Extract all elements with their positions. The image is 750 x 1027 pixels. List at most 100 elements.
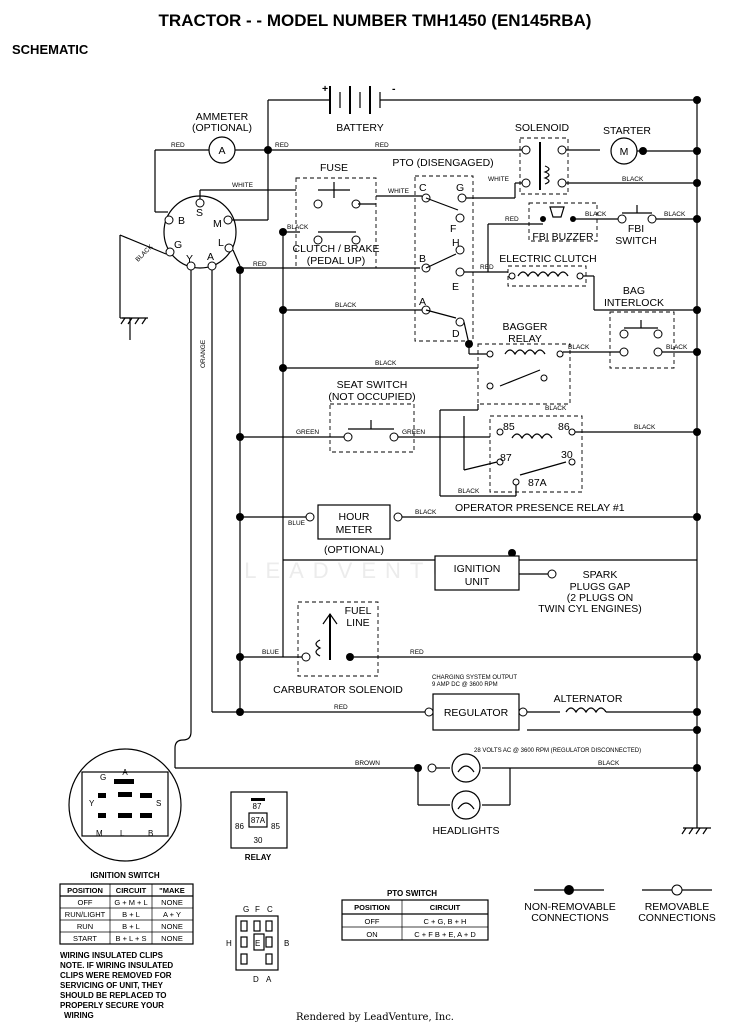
- note-line-3: CLIPS WERE REMOVED FOR: [60, 971, 172, 980]
- wire-black-opr: BLACK: [634, 424, 656, 431]
- wire-green-2: GREEN: [402, 429, 425, 436]
- schematic-subtitle: SCHEMATIC: [12, 42, 89, 57]
- regulator-label: REGULATOR: [444, 707, 509, 719]
- wire-black-87a: BLACK: [458, 488, 480, 495]
- face-term-b: B: [148, 829, 153, 838]
- pf-term-c: C: [267, 905, 273, 914]
- ign-row-1-circuit: B + L: [122, 910, 140, 919]
- face-term-y: Y: [89, 799, 95, 808]
- note-line-2: NOTE. IF WIRING INSULATED: [60, 961, 173, 970]
- ign-table-header-position: POSITION: [67, 886, 103, 895]
- fuel-label: FUEL: [345, 605, 372, 617]
- fbi-label: FBI: [628, 223, 644, 235]
- relay-term-85: 85: [503, 421, 515, 433]
- bagger-label: BAGGER: [503, 321, 548, 333]
- spark-label-1: SPARK: [583, 569, 618, 581]
- wire-white-1: WHITE: [232, 182, 254, 189]
- ignition-unit: IGNITION UNIT SPARK PLUGS GAP (2 PLUGS O…: [283, 549, 697, 615]
- solenoid: SOLENOID BLACK: [515, 122, 697, 195]
- wire-black-headlights: BLACK: [598, 760, 620, 767]
- fuse: FUSE CLUTCH / BRAKE (PEDAL UP) BLACK: [283, 162, 380, 269]
- wiring-note: WIRING INSULATED CLIPS NOTE. IF WIRING I…: [60, 951, 173, 1020]
- rd-term-87: 87: [253, 802, 262, 811]
- pto-switch: PTO (DISENGAGED) WHITE C G F H B E A D W…: [283, 157, 522, 342]
- ign-term-a: A: [207, 251, 214, 263]
- fbi-switch-label: SWITCH: [615, 235, 656, 247]
- relay-diagram-label: RELAY: [245, 853, 272, 862]
- headlights-label: HEADLIGHTS: [432, 825, 499, 837]
- connection-legend: NON-REMOVABLE CONNECTIONS REMOVABLE CONN…: [524, 884, 716, 924]
- pto-table-title: PTO SWITCH: [387, 889, 437, 898]
- pto-row-0-circuit: C + G, B + H: [424, 917, 467, 926]
- pto-term-f: F: [450, 223, 456, 235]
- carburetor-solenoid: FUEL LINE BLUE RED CARBURATOR SOLENOID: [236, 601, 701, 696]
- meter-label: METER: [336, 524, 373, 536]
- not-occupied-label: (NOT OCCUPIED): [328, 391, 415, 403]
- relay-term-87a: 87A: [528, 477, 547, 489]
- bag-interlock: BAG INTERLOCK BLACK: [596, 285, 701, 369]
- pto-row-1-circuit: C + F B + E, A + D: [414, 930, 476, 939]
- pto-term-d: D: [452, 328, 460, 340]
- relay-term-86: 86: [558, 421, 570, 433]
- ign-row-0-pos: OFF: [78, 898, 93, 907]
- fuse-label: FUSE: [320, 162, 348, 174]
- ign-row-1-make: A + Y: [163, 910, 181, 919]
- wire-brown: BROWN: [355, 760, 380, 767]
- pto-term-h: H: [452, 237, 460, 249]
- ign-term-s: S: [196, 207, 203, 219]
- non-removable-label-2: CONNECTIONS: [531, 912, 609, 924]
- carb-label: CARBURATOR SOLENOID: [273, 684, 403, 696]
- wire-red-regulator: RED: [334, 704, 348, 711]
- note-line-6: PROPERLY SECURE YOUR: [60, 1001, 164, 1010]
- pf-term-a: A: [266, 975, 272, 984]
- electric-clutch-label: ELECTRIC CLUTCH: [499, 253, 596, 265]
- bagger-relay: BAGGER RELAY BLACK BLACK BLACK: [279, 321, 596, 496]
- ign-term-b: B: [178, 215, 185, 227]
- bagger-relay-label: RELAY: [508, 333, 542, 345]
- seat-switch: SEAT SWITCH (NOT OCCUPIED) GREEN GREEN: [236, 379, 490, 453]
- pto-table: PTO SWITCH POSITION CIRCUIT OFF C + G, B…: [341, 889, 489, 941]
- rd-term-85: 85: [271, 822, 280, 831]
- ammeter: AMMETER (OPTIONAL) A RED RED RED: [154, 111, 522, 213]
- charging-label-2: 9 AMP DC @ 3600 RPM: [432, 682, 498, 688]
- ammeter-optional: (OPTIONAL): [192, 122, 252, 134]
- pto-label: PTO (DISENGAGED): [392, 157, 493, 169]
- pf-term-f: F: [255, 905, 260, 914]
- ign-table-header-make: "MAKE: [159, 886, 185, 895]
- clutch-brake-label: CLUTCH / BRAKE: [293, 243, 380, 255]
- spark-label-4: TWIN CYL ENGINES): [538, 603, 641, 615]
- pto-switch-face: G F C H E B D A: [226, 905, 289, 984]
- ign-row-2-pos: RUN: [77, 922, 93, 931]
- ign-row-2-make: NONE: [161, 922, 183, 931]
- ignition-label: IGNITION: [454, 563, 501, 575]
- charging-label-1: CHARGING SYSTEM OUTPUT: [432, 675, 517, 681]
- wire-red-ammeter: RED: [171, 142, 185, 149]
- pto-row-1-pos: ON: [366, 930, 377, 939]
- starter-label: STARTER: [603, 125, 651, 137]
- regulator: CHARGING SYSTEM OUTPUT 9 AMP DC @ 3600 R…: [212, 675, 701, 754]
- wire-blue-hm: BLUE: [288, 520, 306, 527]
- ign-row-3-circuit: B + L + S: [116, 934, 147, 943]
- fbi-switch: FBI SWITCH BLACK: [615, 205, 701, 247]
- ign-term-l: L: [218, 237, 224, 249]
- opr-label: OPERATOR PRESENCE RELAY #1: [455, 502, 625, 514]
- ignition-switch-face: A G Y S M L B IGNITION SWITCH: [68, 748, 182, 880]
- hour-meter: HOUR METER BLUE BLACK (OPTIONAL): [236, 504, 701, 556]
- pf-term-d: D: [253, 975, 259, 984]
- ign-table-header-circuit: CIRCUIT: [116, 886, 147, 895]
- ignition-switch: B S M L G Y A WHITE BLACK RED ORANGE: [119, 150, 420, 732]
- operator-presence-relay: 85 86 87 30 87A BLACK BLACK OPERATOR PRE…: [440, 415, 701, 514]
- pto-table-header-circuit: CIRCUIT: [430, 903, 461, 912]
- alternator-label: ALTERNATOR: [554, 693, 623, 705]
- spark-label-2: PLUGS GAP: [570, 581, 631, 593]
- face-term-m: M: [96, 829, 103, 838]
- unit-label: UNIT: [465, 576, 490, 588]
- ign-term-g: G: [174, 239, 182, 251]
- face-term-s: S: [156, 799, 161, 808]
- note-line-7: WIRING: [64, 1011, 94, 1020]
- note-line-4: SERVICING OF UNIT, THEY: [60, 981, 164, 990]
- removable-label-2: CONNECTIONS: [638, 912, 716, 924]
- pf-term-g: G: [243, 905, 249, 914]
- seat-switch-label: SEAT SWITCH: [337, 379, 408, 391]
- ignition-switch-title: IGNITION SWITCH: [90, 871, 160, 880]
